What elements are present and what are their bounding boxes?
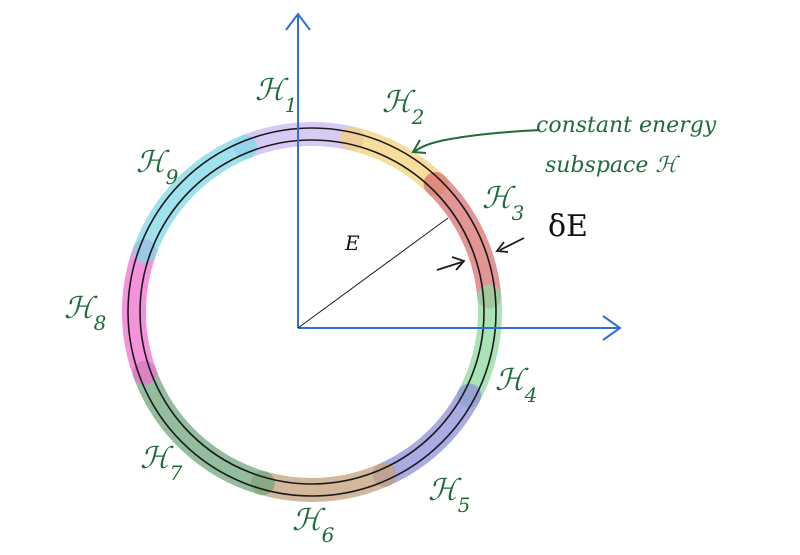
subspace-segment-5 xyxy=(372,383,482,487)
subspace-label-5: ℋ5 xyxy=(428,473,470,517)
subspace-subscript: 1 xyxy=(285,93,298,117)
annotation-line-2: subspace ℋ xyxy=(545,153,680,178)
subspace-subscript: 4 xyxy=(524,383,538,407)
subspace-segment-7 xyxy=(132,360,275,496)
subspace-symbol: ℋ xyxy=(64,291,98,326)
annotation: constant energy subspace ℋ xyxy=(411,113,717,178)
subspace-label-2: ℋ2 xyxy=(382,85,424,129)
inner-shell-circle xyxy=(139,139,485,485)
subspace-symbol: ℋ xyxy=(382,85,416,120)
subspace-symbol: ℋ xyxy=(495,363,529,398)
y-axis-arrowhead xyxy=(285,12,311,31)
radius-label: E xyxy=(344,231,360,255)
subspace-symbol: ℋ xyxy=(292,503,326,538)
inner-arrow xyxy=(436,261,463,271)
subspace-subscript: 7 xyxy=(170,461,183,485)
subspace-segment-6 xyxy=(250,462,397,502)
subspace-subscript: 9 xyxy=(166,165,179,189)
subspace-label-9: ℋ9 xyxy=(136,145,179,189)
subspace-subscript: 8 xyxy=(94,311,107,335)
subspace-symbol: ℋ xyxy=(482,181,516,216)
subspace-segments xyxy=(121,122,502,502)
subspace-label-3: ℋ3 xyxy=(482,181,524,225)
subspace-subscript: 6 xyxy=(322,523,335,547)
subspace-symbol: ℋ xyxy=(428,473,462,508)
subspace-segment-9 xyxy=(132,135,258,264)
axes xyxy=(285,12,622,341)
subspace-label-4: ℋ4 xyxy=(495,363,537,407)
annotation-arrowhead xyxy=(411,139,427,154)
subspace-subscript: 2 xyxy=(411,105,425,129)
outer-arrow xyxy=(499,237,525,251)
subspace-subscript: 3 xyxy=(512,201,525,225)
subspace-symbol: ℋ xyxy=(136,145,170,180)
shell-width-label: δE xyxy=(548,209,588,244)
subspace-label-8: ℋ8 xyxy=(64,291,106,335)
shell-width-arrows xyxy=(436,237,525,271)
x-axis-arrowhead xyxy=(602,315,622,341)
radius-line xyxy=(297,217,449,329)
inner-arrowhead xyxy=(451,256,466,271)
subspace-segment-3 xyxy=(423,172,502,309)
subspace-segment-4 xyxy=(457,284,502,408)
subspace-symbol: ℋ xyxy=(140,441,174,476)
annotation-pointer xyxy=(413,129,541,153)
subspace-segment-8 xyxy=(121,239,157,385)
subspace-subscript: 5 xyxy=(458,493,471,517)
outer-shell-circle xyxy=(127,127,497,497)
subspace-label-1: ℋ1 xyxy=(255,73,297,117)
annotation-line-1: constant energy xyxy=(536,113,717,138)
subspace-label-6: ℋ6 xyxy=(292,503,335,547)
subspace-label-7: ℋ7 xyxy=(140,441,183,485)
subspace-symbol: ℋ xyxy=(255,73,289,108)
outer-arrowhead xyxy=(495,241,509,253)
